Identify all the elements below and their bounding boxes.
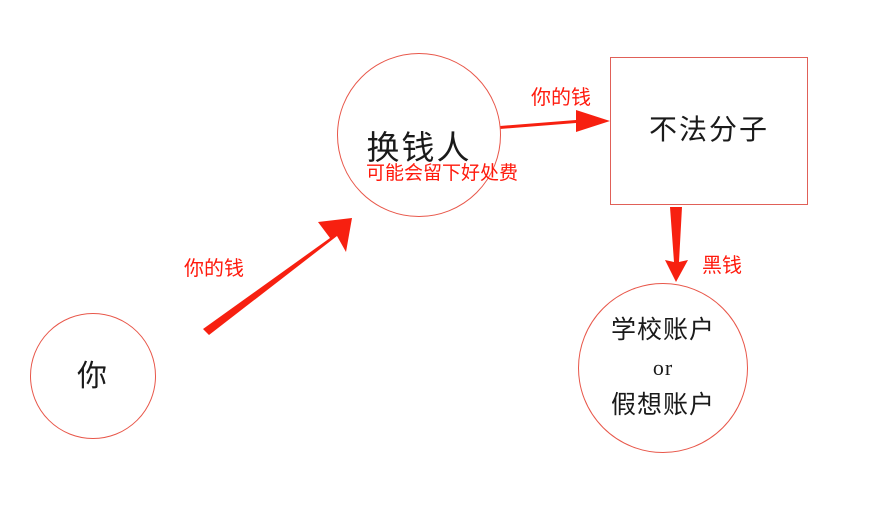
node-you-label: 你 — [77, 359, 109, 393]
node-criminal[interactable]: 不法分子 — [610, 57, 808, 205]
arrow-criminal-to-account — [665, 207, 688, 282]
node-exchanger-label: 换钱人 — [366, 130, 472, 167]
node-exchanger[interactable]: 换钱人 — [337, 53, 501, 217]
node-criminal-label: 不法分子 — [648, 114, 769, 146]
node-account[interactable]: 学校账户 or 假想账户 — [578, 283, 748, 453]
node-you[interactable]: 你 — [30, 313, 156, 439]
node-exchanger-subtitle: 可能会留下好处费 — [366, 163, 519, 184]
node-account-line-2: or — [652, 355, 674, 380]
arrow-label-you-to-exchanger: 你的钱 — [184, 258, 244, 280]
arrow-label-exchanger-to-criminal: 你的钱 — [531, 87, 591, 109]
node-account-line-3: 假想账户 — [610, 392, 715, 419]
arrow-label-criminal-to-account: 黑钱 — [702, 255, 742, 277]
node-account-line-1: 学校账户 — [610, 317, 715, 344]
arrow-exchanger-to-criminal — [500, 110, 610, 132]
